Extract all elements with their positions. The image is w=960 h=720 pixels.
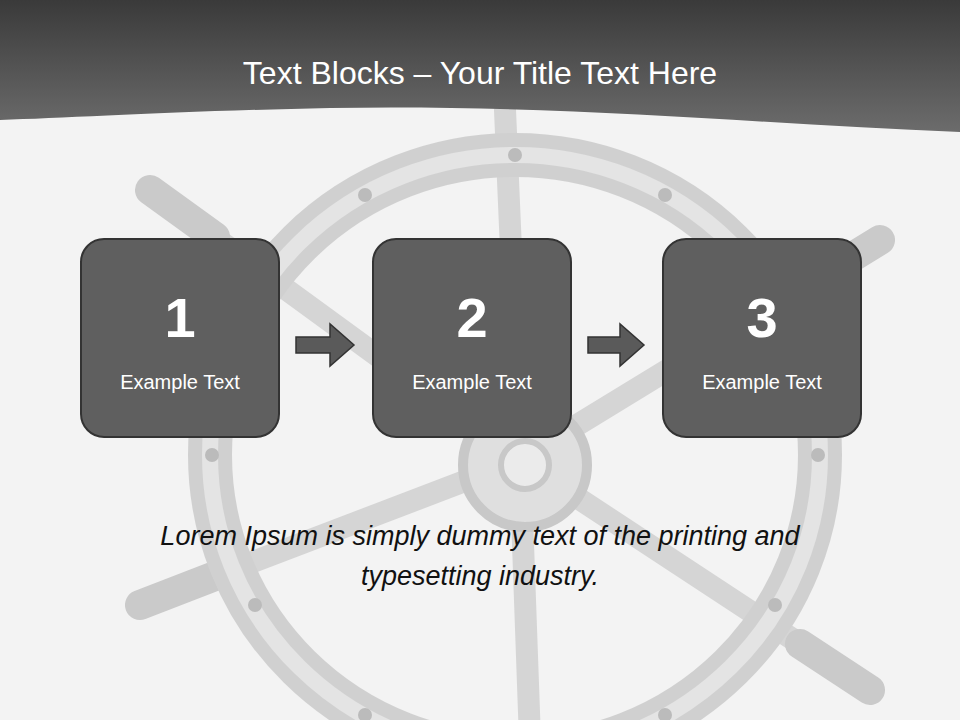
text-block: 2Example Text <box>372 238 572 438</box>
block-arrow <box>296 324 354 366</box>
step-label: Example Text <box>664 369 860 395</box>
step-number: 2 <box>456 288 487 348</box>
block-arrow <box>588 324 644 366</box>
slide-title: Text Blocks – Your Title Text Here <box>0 50 960 96</box>
caption-text: Lorem Ipsum is simply dummy text of the … <box>100 516 860 596</box>
step-label: Example Text <box>374 369 570 395</box>
step-label: Example Text <box>82 369 278 395</box>
text-block: 1Example Text <box>80 238 280 438</box>
text-block: 3Example Text <box>662 238 862 438</box>
header-band <box>0 0 960 132</box>
step-number: 3 <box>746 288 777 348</box>
step-number: 1 <box>164 288 195 348</box>
